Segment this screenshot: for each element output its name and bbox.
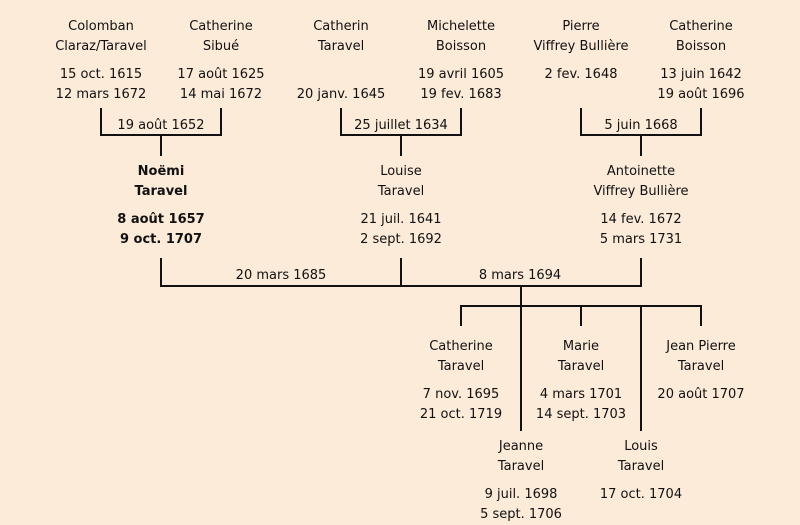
first-name: Catherine <box>429 339 493 354</box>
person-louis-taravel[interactable]: Louis Taravel 17 oct. 1704 <box>556 437 726 525</box>
first-name: Pierre <box>562 19 600 34</box>
death-date: 2 sept. 1692 <box>360 232 442 247</box>
birth-date: 20 août 1707 <box>657 387 745 402</box>
connector-line <box>640 134 642 156</box>
person-catherine-sibue[interactable]: Catherine Sibué 17 août 1625 14 mai 1672 <box>136 17 306 105</box>
connector-line <box>700 108 702 136</box>
birth-date: 7 nov. 1695 <box>422 387 500 402</box>
person-colomban-claraz-taravel[interactable]: Colomban Claraz/Taravel 15 oct. 1615 12 … <box>16 17 186 105</box>
last-name: Taravel <box>677 359 725 374</box>
death-date <box>616 405 786 425</box>
connector-line <box>580 305 582 326</box>
last-name: Taravel <box>557 359 605 374</box>
death-date: 14 sept. 1703 <box>535 407 627 422</box>
birth-date: 17 août 1625 <box>177 67 265 82</box>
marriage-date: 5 juin 1668 <box>604 118 678 133</box>
connector-line <box>160 285 642 287</box>
connector-line <box>640 305 642 431</box>
connector-line <box>160 258 162 287</box>
first-name: Catherine <box>189 19 253 34</box>
connector-line <box>400 134 402 156</box>
connector-line <box>160 134 162 156</box>
last-name: Taravel <box>437 359 485 374</box>
person-louise-taravel[interactable]: Louise Taravel 21 juil. 1641 2 sept. 169… <box>316 162 486 250</box>
connector-line <box>100 108 102 136</box>
marriage-date: 25 juillet 1634 <box>354 118 448 133</box>
connector-line <box>700 305 702 326</box>
death-date: 19 fev. 1683 <box>420 87 502 102</box>
marriage-date: 19 août 1652 <box>117 118 205 133</box>
first-name: Louise <box>380 164 422 179</box>
connector-line <box>460 108 462 136</box>
last-name: Taravel <box>317 39 365 54</box>
birth-date: 13 juin 1642 <box>660 67 742 82</box>
birth-date: 19 avril 1605 <box>417 67 505 82</box>
death-date: 12 mars 1672 <box>55 87 147 102</box>
first-name: Colomban <box>68 19 134 34</box>
death-date: 20 janv. 1645 <box>296 87 386 102</box>
last-name: Taravel <box>377 184 425 199</box>
connector-line <box>340 108 342 136</box>
death-date: 9 oct. 1707 <box>119 232 203 247</box>
person-jean-pierre-taravel[interactable]: Jean Pierre Taravel 20 août 1707 <box>616 337 786 425</box>
connector-line <box>220 108 222 136</box>
birth-date: 8 août 1657 <box>117 212 205 227</box>
marriage-date: 8 mars 1694 <box>478 268 562 283</box>
death-date: 5 mars 1731 <box>599 232 683 247</box>
connector-line <box>640 258 642 287</box>
last-name: Sibué <box>202 39 240 54</box>
connector-line <box>520 285 522 431</box>
person-catherin-taravel[interactable]: Catherin Taravel 20 janv. 1645 <box>256 17 426 105</box>
person-pierre-viffrey-bulliere[interactable]: Pierre Viffrey Bullière 2 fev. 1648 <box>496 17 666 105</box>
person-antoinette-viffrey-bulliere[interactable]: Antoinette Viffrey Bullière 14 fev. 1672… <box>556 162 726 250</box>
person-michelette-boisson[interactable]: Michelette Boisson 19 avril 1605 19 fev.… <box>376 17 546 105</box>
connector-line <box>580 108 582 136</box>
connector-line <box>460 305 462 326</box>
last-name: Claraz/Taravel <box>55 39 147 54</box>
death-date <box>556 505 726 525</box>
first-name: Jeanne <box>498 439 544 454</box>
connector-line <box>400 258 402 287</box>
last-name: Viffrey Bullière <box>593 184 689 199</box>
first-name: Catherin <box>313 19 369 34</box>
marriage-date: 20 mars 1685 <box>235 268 327 283</box>
birth-date: 21 juil. 1641 <box>360 212 442 227</box>
first-name: Jean Pierre <box>666 339 736 354</box>
last-name: Taravel <box>134 184 188 199</box>
first-name: Marie <box>562 339 600 354</box>
last-name: Viffrey Bullière <box>533 39 629 54</box>
death-date: 5 sept. 1706 <box>480 507 562 522</box>
birth-date: 15 oct. 1615 <box>59 67 143 82</box>
birth-date: 17 oct. 1704 <box>599 487 683 502</box>
death-date: 19 août 1696 <box>657 87 745 102</box>
last-name: Boisson <box>675 39 727 54</box>
person-marie-taravel[interactable]: Marie Taravel 4 mars 1701 14 sept. 1703 <box>496 337 666 425</box>
person-catherine-taravel-child[interactable]: Catherine Taravel 7 nov. 1695 21 oct. 17… <box>376 337 546 425</box>
first-name: Antoinette <box>606 164 676 179</box>
birth-date: 2 fev. 1648 <box>544 67 618 82</box>
first-name: Catherine <box>669 19 733 34</box>
birth-date: 9 juil. 1698 <box>484 487 558 502</box>
person-catherine-boisson[interactable]: Catherine Boisson 13 juin 1642 19 août 1… <box>616 17 786 105</box>
death-date: 14 mai 1672 <box>179 87 263 102</box>
first-name: Michelette <box>426 19 495 34</box>
last-name: Taravel <box>617 459 665 474</box>
last-name: Taravel <box>497 459 545 474</box>
birth-date: 14 fev. 1672 <box>600 212 682 227</box>
person-jeanne-taravel[interactable]: Jeanne Taravel 9 juil. 1698 5 sept. 1706 <box>436 437 606 525</box>
person-noemi-taravel[interactable]: Noëmi Taravel 8 août 1657 9 oct. 1707 <box>76 162 246 250</box>
last-name: Boisson <box>435 39 487 54</box>
first-name: Noëmi <box>137 164 185 179</box>
death-date: 21 oct. 1719 <box>419 407 503 422</box>
birth-date: 4 mars 1701 <box>539 387 623 402</box>
first-name: Louis <box>624 439 658 454</box>
